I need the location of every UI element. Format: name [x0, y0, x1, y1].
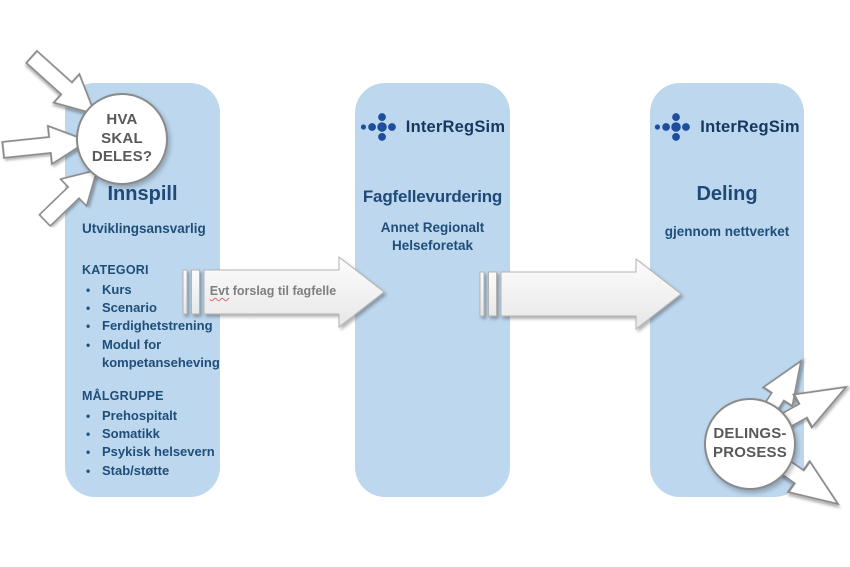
list-item: Somatikk: [79, 425, 216, 443]
bubble-line: PROSESS: [713, 444, 787, 461]
list-item: Ferdighetstrening: [79, 317, 216, 335]
kategori-list: Kurs Scenario Ferdighetstrening Modul fo…: [79, 281, 220, 372]
flow-arrow-label-rest: forslag til fagfelle: [232, 284, 337, 298]
malgruppe-list: Prehospitalt Somatikk Psykisk helsevern …: [79, 407, 216, 480]
list-item: Scenario: [79, 299, 216, 317]
bubble-line: HVA: [106, 110, 138, 128]
column-fagfellevurdering-title: Fagfellevurdering: [362, 187, 503, 206]
column-deling-subtitle: gjennom nettverket: [664, 224, 790, 239]
list-item: Modul for kompetanseheving: [79, 336, 220, 372]
kategori-heading: KATEGORI: [82, 263, 149, 277]
bubble-sharing-process: DELINGS- PROSESS: [704, 398, 796, 490]
list-item: Kurs: [79, 281, 216, 299]
column-innspill-subtitle: Utviklingsansvarlig: [82, 221, 206, 236]
bubble-line: SKAL: [101, 129, 143, 147]
bubble-line: DELINGS-: [713, 425, 787, 443]
interregsim-logo-text: InterRegSim: [700, 117, 800, 136]
malgruppe-heading: MÅLGRUPPE: [82, 389, 164, 403]
interregsim-logo-text: InterRegSim: [405, 117, 506, 136]
column-innspill-title: Innspill: [107, 183, 178, 205]
column-fagfellevurdering-subtitle: Annet Regionalt Helseforetak: [380, 220, 485, 254]
column-fagfellevurdering: InterRegSim Fagfellevurdering Annet Regi…: [355, 83, 510, 497]
flow-arrow-label: Evt forslag til fagfelle: [204, 284, 342, 298]
flow-arrow-label-word: Evt: [209, 284, 230, 298]
column-deling-title: Deling: [696, 183, 758, 205]
interregsim-logo-dots-icon: [360, 113, 396, 141]
list-item: Prehospitalt: [79, 407, 216, 425]
interregsim-logo: InterRegSim: [650, 109, 804, 145]
interregsim-logo: InterRegSim: [355, 109, 510, 145]
interregsim-logo-dots-icon: [655, 113, 691, 141]
list-item: Psykisk helsevern: [79, 443, 216, 461]
bubble-what-to-share: HVA SKAL DELES?: [76, 93, 168, 185]
bubble-line: DELES?: [91, 148, 153, 166]
list-item: Stab/støtte: [79, 462, 216, 480]
